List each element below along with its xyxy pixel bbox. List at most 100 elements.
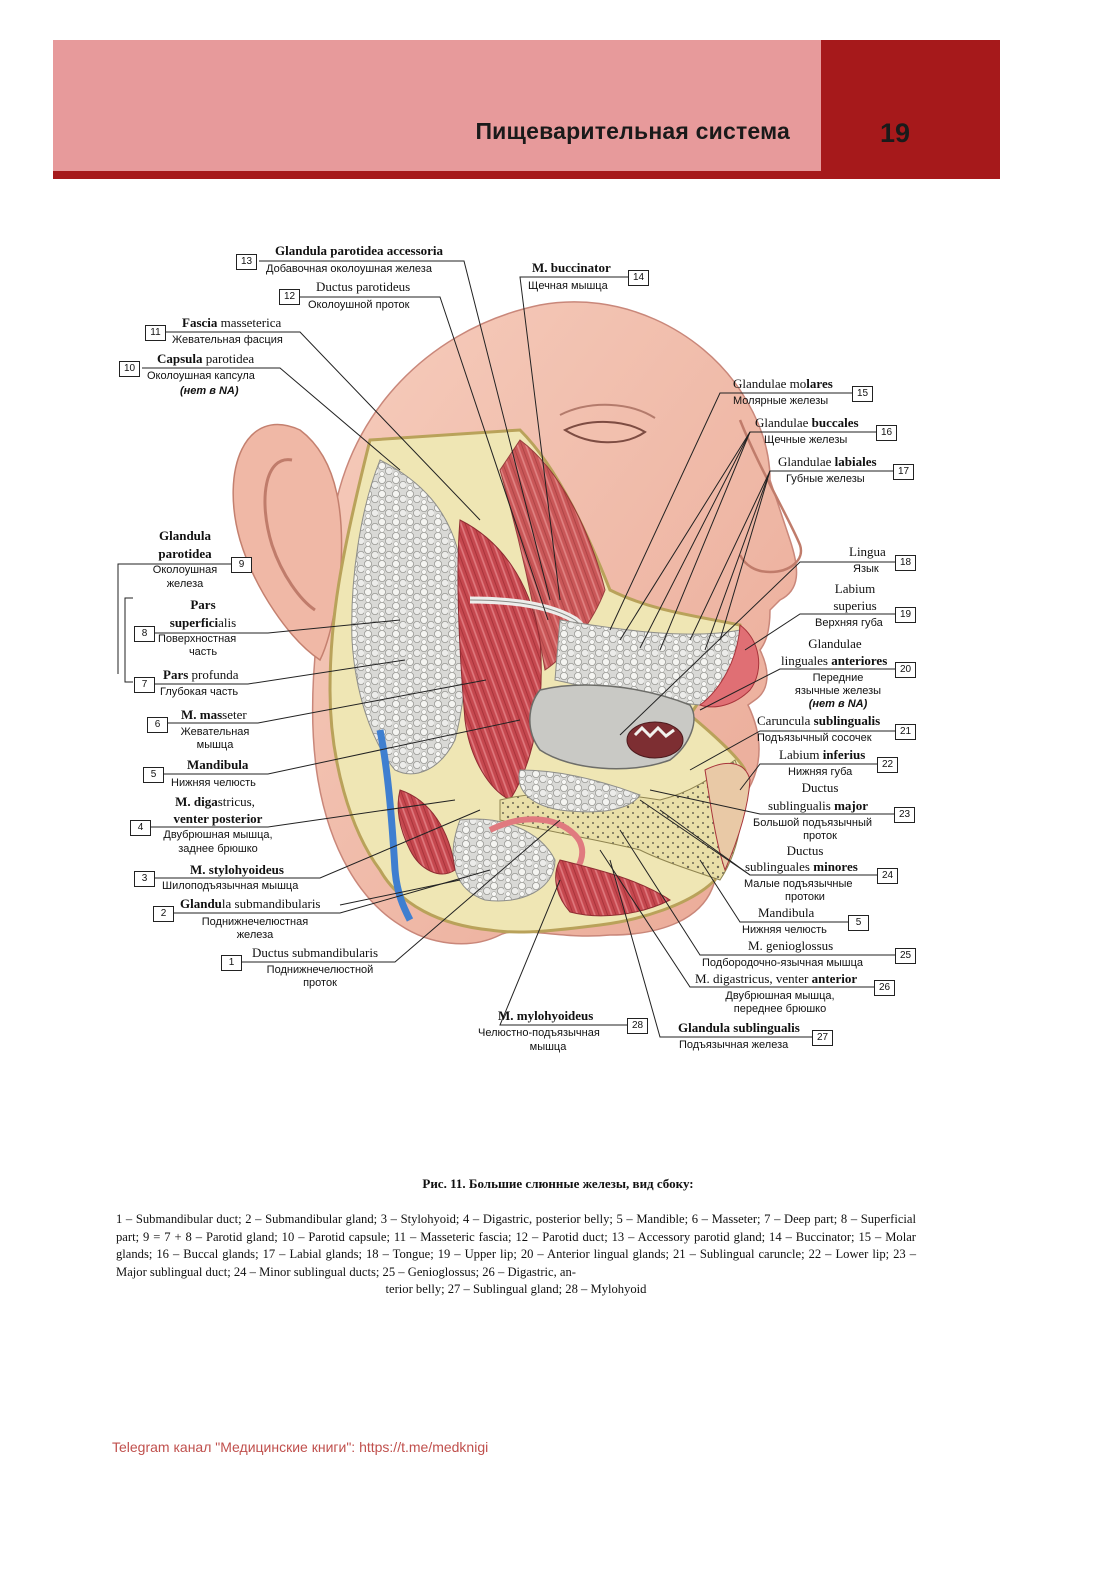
- label-2-russian-2: железа: [236, 929, 274, 941]
- label-6-latin-rest: seter: [222, 707, 247, 722]
- label-13-russian: Добавочная околоушная железа: [266, 263, 432, 275]
- blue-vessel: [376, 729, 414, 922]
- label-15-latin: Glandulae molares: [733, 377, 833, 390]
- label-4-latin-2: venter posterior: [173, 811, 263, 826]
- label-10-latin-rest: parotidea: [202, 351, 255, 366]
- label-13-number: 13: [236, 254, 257, 270]
- label-5b-russian: Нижняя челюсть: [742, 924, 827, 936]
- label-19-russian: Верхняя губа: [815, 617, 883, 629]
- upper-lip: [698, 624, 760, 708]
- label-8-russian-1: Поверхностная: [158, 633, 237, 645]
- label-20-russian-1: Передние: [812, 672, 864, 684]
- label-17-latin-plain: Glandulae: [778, 454, 835, 469]
- label-24-russian-1: Малые подъязычные: [744, 878, 853, 890]
- label-26-latin-plain: M. digastricus, venter: [695, 971, 812, 986]
- label-5b-latin: Mandibula: [758, 905, 815, 920]
- label-7-russian: Глубокая часть: [160, 686, 239, 698]
- label-19-number: 19: [895, 607, 916, 623]
- label-20-russian-2: язычные железы: [794, 685, 882, 697]
- label-7-number: 7: [134, 677, 155, 693]
- label-16-number: 16: [876, 425, 897, 441]
- label-10-russian: Околоушная капсула: [147, 370, 255, 382]
- label-20-latin-2: linguales anteriores: [781, 654, 887, 667]
- label-23-number: 23: [894, 807, 915, 823]
- label-23-russian-2: проток: [803, 830, 837, 842]
- label-2-latin: Glandula submandibularis: [180, 897, 321, 910]
- label-8-latin-2-rest: alis: [218, 615, 237, 630]
- label-12-russian: Околоушной проток: [308, 299, 410, 311]
- label-10-note: (нет в NA): [180, 385, 239, 397]
- label-12-number: 12: [279, 289, 300, 305]
- eye: [562, 421, 647, 444]
- label-7-latin-mid: profu: [188, 667, 220, 682]
- label-4-latin-1-bold: M. diga: [175, 794, 218, 809]
- label-9-number: 9: [231, 557, 252, 573]
- label-27-latin-bold-1: Glandula: [678, 1020, 734, 1035]
- label-23-latin-2: sublingualis major: [768, 799, 868, 812]
- label-15-latin-bold: lares: [806, 376, 833, 391]
- footer-telegram-link[interactable]: Telegram канал "Медицинские книги": http…: [112, 1439, 489, 1455]
- label-2-latin-rest: la submandibularis: [221, 896, 321, 911]
- header-stripe: [53, 171, 1000, 179]
- label-21-number: 21: [895, 724, 916, 740]
- label-5-latin: Mandibula: [187, 757, 249, 772]
- digastric-muscle: [397, 789, 456, 875]
- label-21-latin-bold: sublingualis: [813, 713, 881, 728]
- label-16-latin-plain: Glandulae: [755, 415, 812, 430]
- label-26-russian-2: переднее брюшко: [733, 1003, 827, 1015]
- label-11-latin-rest: masseterica: [217, 315, 282, 330]
- figure-caption-text-last: terior belly; 27 – Sublingual gland; 28 …: [385, 1282, 647, 1296]
- label-1-russian-2: проток: [303, 977, 337, 989]
- label-22-number: 22: [877, 757, 898, 773]
- label-14-russian: Щечная мышца: [528, 280, 608, 292]
- label-27-russian: Подъязычная железа: [679, 1039, 789, 1051]
- label-27-number: 27: [812, 1030, 833, 1046]
- label-9-latin-2: parotidea: [158, 546, 212, 561]
- label-5b-number: 5: [848, 915, 869, 931]
- label-8-latin-2: superficialis: [155, 616, 251, 629]
- label-23-latin-2-bold: major: [834, 798, 869, 813]
- label-10-number: 10: [119, 361, 140, 377]
- label-9-russian-1: Околоушная: [152, 564, 218, 576]
- label-21-latin-plain: Caruncula: [757, 713, 814, 728]
- label-4-number: 4: [130, 820, 151, 836]
- page-number: 19: [879, 118, 911, 148]
- label-12-latin: Ductus parotideus: [316, 279, 411, 294]
- label-1-latin: Ductus submandibularis: [252, 945, 379, 960]
- label-16-latin: Glandulae buccales: [755, 416, 859, 429]
- label-7-latin: Pars profunda: [163, 668, 238, 681]
- label-21-russian: Подъязычный сосочек: [757, 732, 872, 744]
- label-3-latin: M. stylohyoideus: [190, 862, 284, 877]
- label-6-russian-1: Жевательная: [180, 726, 250, 738]
- label-8-russian-2: часть: [188, 646, 218, 658]
- label-23-russian-1: Большой подъязычный: [753, 817, 873, 829]
- label-4-russian-2: заднее брюшко: [178, 843, 258, 855]
- label-10-latin-bold: Capsula: [157, 351, 203, 366]
- label-22-latin-plain: Labium: [779, 747, 823, 762]
- label-8-number: 8: [134, 626, 155, 642]
- figure-caption-text: 1 – Submandibular duct; 2 – Submandibula…: [116, 1212, 916, 1279]
- label-11-russian: Жевательная фасция: [172, 334, 283, 346]
- label-24-number: 24: [877, 868, 898, 884]
- label-25-number: 25: [895, 948, 916, 964]
- page-number-block: [821, 40, 1000, 171]
- label-7-latin-rest: nda: [219, 667, 239, 682]
- label-6-latin-bold: M. mas: [181, 707, 223, 722]
- nose: [738, 419, 803, 574]
- label-3-number: 3: [134, 871, 155, 887]
- label-22-latin: Labium inferius: [779, 748, 865, 761]
- label-17-number: 17: [893, 464, 914, 480]
- label-26-latin-bold: anterior: [811, 971, 858, 986]
- label-6-russian-2: мышца: [196, 739, 234, 751]
- label-18-latin: Lingua: [849, 544, 886, 559]
- label-21-latin: Caruncula sublingualis: [757, 714, 880, 727]
- label-16-latin-bold: buccales: [811, 415, 859, 430]
- label-15-latin-plain: Glandulae mo: [733, 376, 807, 391]
- label-8-latin-2-bold: superfici: [169, 615, 219, 630]
- label-4-russian-1: Двубрюшная мышца,: [163, 829, 273, 841]
- label-27-latin-bold-2: sublingualis: [733, 1020, 800, 1035]
- label-16-russian: Щечные железы: [764, 434, 848, 446]
- label-23-latin-2-plain: sublingualis: [768, 798, 835, 813]
- label-2-number: 2: [153, 906, 174, 922]
